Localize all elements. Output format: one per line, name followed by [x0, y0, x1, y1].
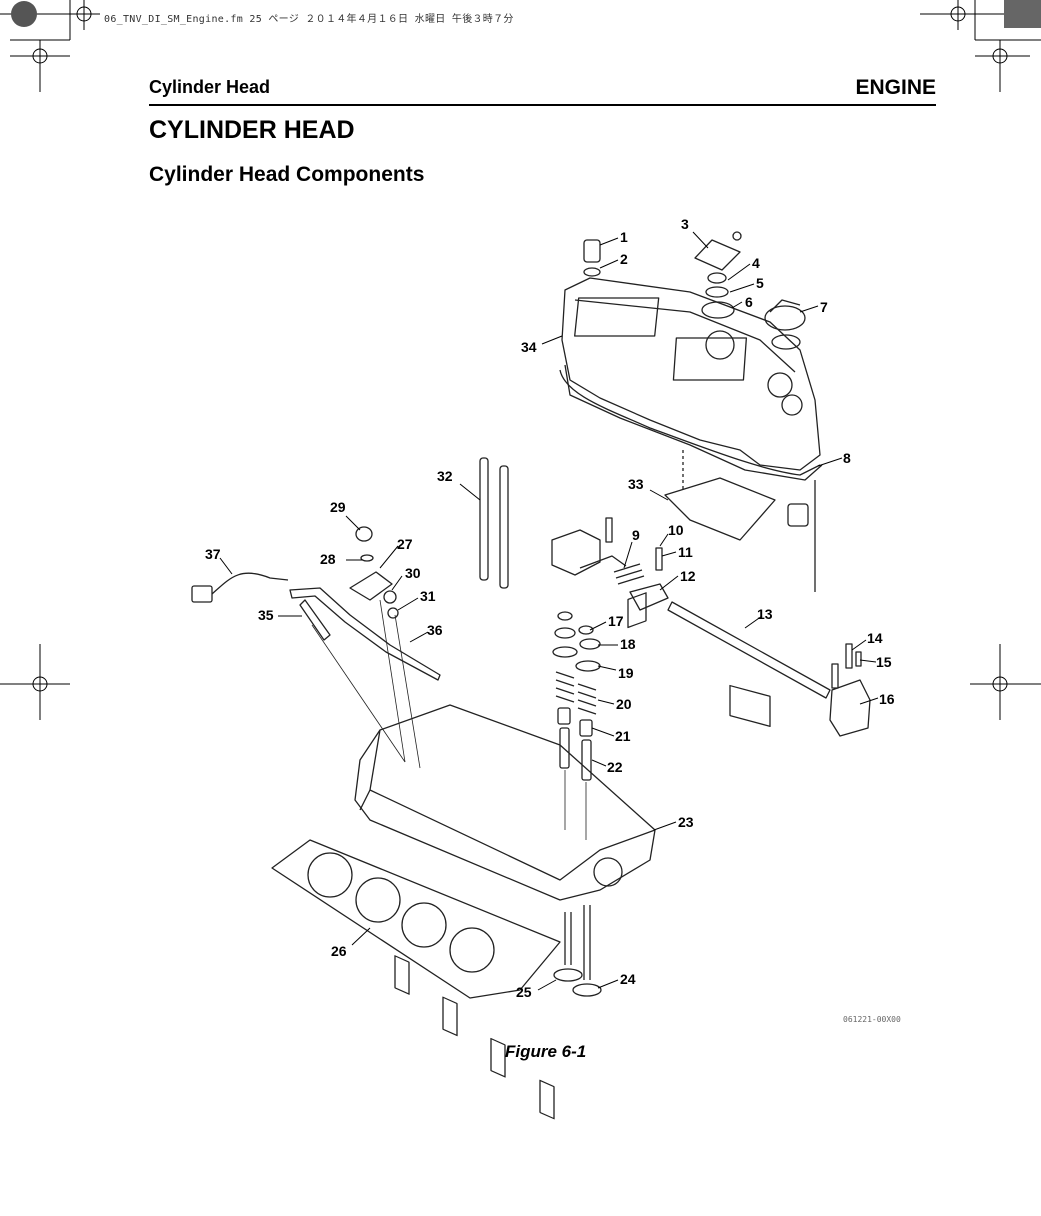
callout-22: 22	[607, 759, 623, 775]
callout-15: 15	[876, 654, 892, 670]
print-slug: 06_TNV_DI_SM_Engine.fm 25 ページ ２０１４年４月１６日…	[104, 14, 514, 25]
connector	[191, 585, 213, 603]
callout-3: 3	[681, 216, 689, 232]
valve-spring	[555, 671, 575, 703]
rocker-support-plate	[664, 477, 776, 541]
callout-13: 13	[757, 606, 773, 622]
figure-caption: Figure 6-1	[505, 1042, 587, 1061]
callout-16: 16	[879, 691, 895, 707]
callout-9: 9	[632, 527, 640, 543]
callout-29: 29	[330, 499, 346, 515]
valve-guide	[559, 727, 570, 769]
running-header-chapter: ENGINE	[855, 76, 936, 99]
callout-12: 12	[680, 568, 696, 584]
callout-14: 14	[867, 630, 883, 646]
page-subtitle: Cylinder Head Components	[149, 163, 425, 186]
valve-guide	[581, 739, 592, 781]
callout-1: 1	[620, 229, 628, 245]
callout-5: 5	[756, 275, 764, 291]
callout-18: 18	[620, 636, 636, 652]
callout-21: 21	[615, 728, 631, 744]
valve-spring	[577, 683, 597, 715]
callout-32: 32	[437, 468, 453, 484]
callout-31: 31	[420, 588, 436, 604]
valve-cover-gasket	[564, 364, 823, 481]
glow-plug-harness	[289, 587, 441, 681]
page-title: CYLINDER HEAD	[149, 116, 355, 144]
header-rule	[149, 104, 936, 106]
valve-cover	[561, 277, 821, 471]
callout-19: 19	[618, 665, 634, 681]
plug	[583, 239, 601, 263]
rocker-shaft-support	[829, 679, 871, 737]
running-header-section: Cylinder Head	[149, 77, 271, 97]
callout-35: 35	[258, 607, 274, 623]
rocker-spring	[613, 563, 645, 585]
callout-7: 7	[820, 299, 828, 315]
head-gasket	[271, 839, 561, 999]
breather-cover	[694, 239, 741, 271]
callout-34: 34	[521, 339, 537, 355]
glow-plug	[299, 599, 331, 641]
callout-36: 36	[427, 622, 443, 638]
callout-8: 8	[843, 450, 851, 466]
callout-28: 28	[320, 551, 336, 567]
rocker-shaft	[667, 601, 831, 699]
callout-25: 25	[516, 984, 532, 1000]
glow-lead-wire	[211, 572, 289, 595]
callout-11: 11	[678, 544, 693, 560]
cylinder-head	[354, 704, 656, 901]
callout-37: 37	[205, 546, 221, 562]
callout-26: 26	[331, 943, 347, 959]
callout-20: 20	[616, 696, 632, 712]
callout-4: 4	[752, 255, 760, 271]
callout-27: 27	[397, 536, 413, 552]
push-rod	[479, 457, 489, 581]
push-rod	[499, 465, 509, 589]
rocker-arm	[551, 529, 601, 576]
callout-17: 17	[608, 613, 624, 629]
callout-10: 10	[668, 522, 684, 538]
callout-2: 2	[620, 251, 628, 267]
oil-fill-cap	[764, 305, 806, 331]
callout-6: 6	[745, 294, 753, 310]
callout-30: 30	[405, 565, 421, 581]
callout-23: 23	[678, 814, 694, 830]
callout-24: 24	[620, 971, 636, 987]
callout-33: 33	[628, 476, 644, 492]
figure-code: 061221-00X00	[843, 1015, 901, 1024]
